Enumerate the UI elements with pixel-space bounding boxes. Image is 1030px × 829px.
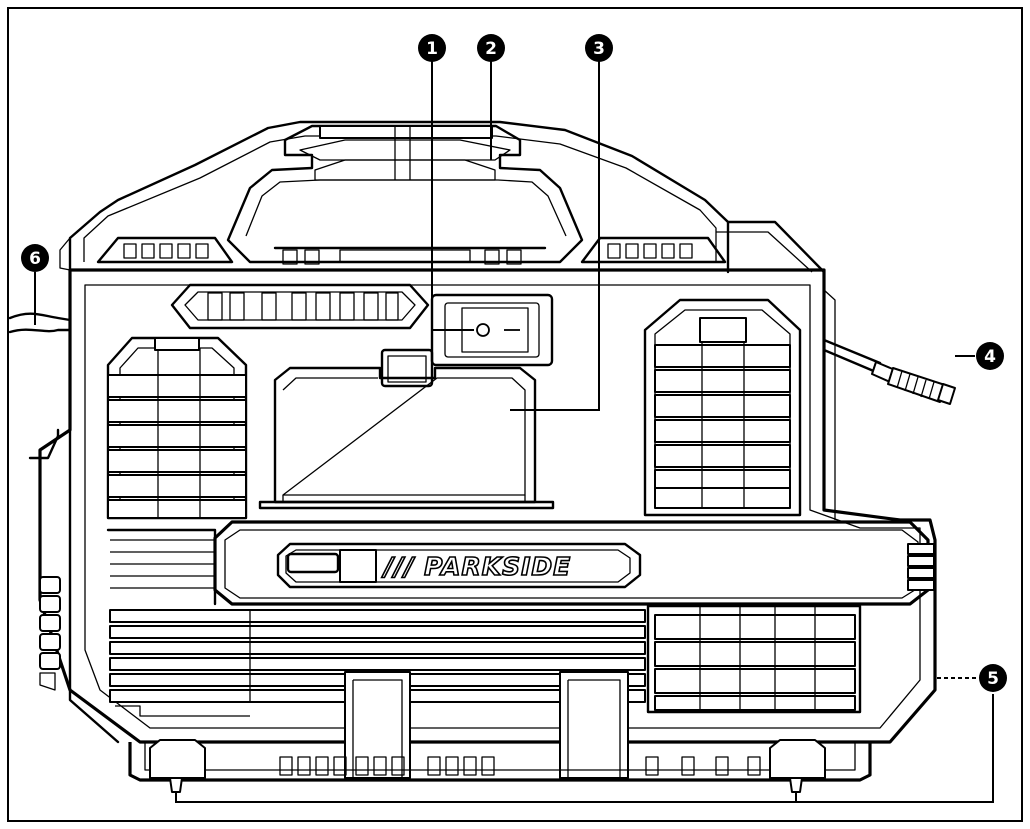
- carry-handle: [226, 124, 584, 265]
- battery-slot-indicator: [286, 552, 340, 574]
- front-straps: [344, 671, 629, 779]
- callout-5-badge: 5: [979, 664, 1007, 692]
- main-body: [38, 268, 937, 744]
- top-housing: [68, 120, 826, 292]
- figure-frame: [7, 7, 1023, 822]
- right-vent-grid: [643, 298, 802, 517]
- callout-1-badge: 1: [418, 34, 446, 62]
- top-vent-right: [580, 236, 727, 264]
- left-vent-grid: [106, 336, 248, 520]
- leader-1: [431, 60, 474, 331]
- leader-3: [510, 60, 600, 411]
- top-vent-left: [96, 236, 234, 264]
- cable-left: [8, 237, 72, 334]
- bottom-slots-right: [645, 756, 761, 776]
- hose-compartment-cover: [258, 348, 555, 510]
- foot-left: [149, 739, 206, 779]
- bottom-slots-left: [279, 756, 495, 776]
- air-hose-connector: [822, 338, 956, 405]
- handle-base-slots: [282, 249, 522, 265]
- top-vent-bar: [170, 283, 430, 330]
- switch-off-symbol: [476, 323, 490, 337]
- brand-band-divider: [339, 549, 377, 583]
- callout-5-number: 5: [987, 669, 999, 689]
- callout-6-badge: 6: [21, 244, 49, 272]
- callout-3-badge: 3: [585, 34, 613, 62]
- left-side-grips: [28, 428, 61, 691]
- lower-right-grid: [646, 604, 862, 714]
- callout-6-number: 6: [29, 249, 41, 269]
- leader-5b: [175, 694, 994, 803]
- foot-right: [769, 739, 826, 779]
- callout-4-badge: 4: [976, 342, 1004, 370]
- callout-3-number: 3: [593, 39, 605, 59]
- brand-logo: /// PARKSIDE: [381, 552, 571, 581]
- bottom-base: [128, 739, 872, 793]
- callout-4-number: 4: [984, 347, 996, 367]
- brand-band: /// PARKSIDE: [213, 520, 935, 606]
- callout-1-number: 1: [426, 39, 438, 59]
- callout-2-badge: 2: [477, 34, 505, 62]
- leader-lines: [34, 60, 994, 803]
- callout-2-number: 2: [485, 39, 497, 59]
